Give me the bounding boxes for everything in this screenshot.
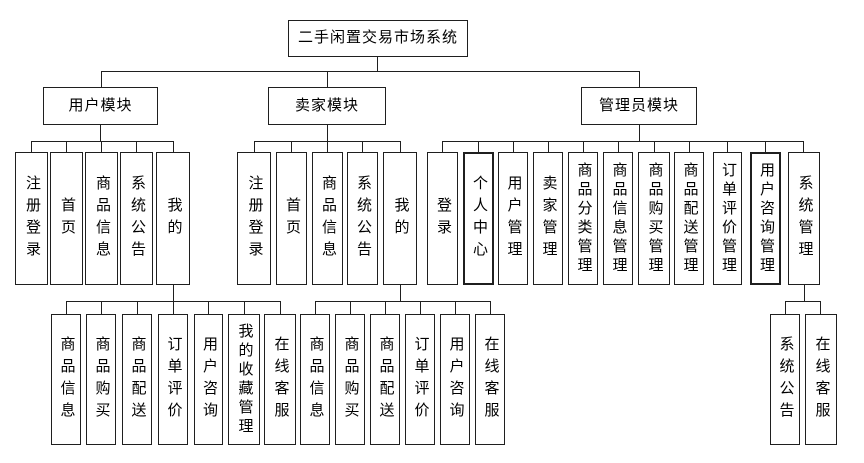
node-admin-personal-center: 个人中心 xyxy=(463,152,494,285)
node-admin-user-mgmt: 用户管理 xyxy=(498,152,528,285)
connector-line xyxy=(173,301,174,314)
node-user-my-product-purchase: 商品购买 xyxy=(86,314,116,445)
connector-line xyxy=(327,71,328,87)
connector-line xyxy=(208,301,209,314)
node-seller-product-info: 商品信息 xyxy=(312,152,343,285)
node-seller-my-product-info: 商品信息 xyxy=(300,314,330,445)
node-user-my-product-delivery: 商品配送 xyxy=(122,314,152,445)
node-seller-my-product-purchase: 商品购买 xyxy=(335,314,365,445)
node-seller-register-login: 注册登录 xyxy=(237,152,271,285)
connector-line xyxy=(785,301,786,314)
node-user-my-favorites-mgmt: 我的收藏管理 xyxy=(228,314,260,445)
node-seller-system-notice: 系统公告 xyxy=(347,152,378,285)
connector-line xyxy=(101,71,102,87)
connector-line xyxy=(490,301,491,314)
connector-line xyxy=(455,301,456,314)
connector-line xyxy=(820,301,821,314)
node-admin-user-inquiry-mgmt: 用户咨询管理 xyxy=(750,152,781,285)
connector-line xyxy=(101,301,102,314)
connector-line xyxy=(548,141,549,152)
node-user-my-product-info: 商品信息 xyxy=(51,314,81,445)
node-admin-product-purchase-mgmt: 商品购买管理 xyxy=(638,152,670,285)
connector-line xyxy=(478,141,479,152)
node-user-my-online-service: 在线客服 xyxy=(264,314,296,445)
node-user-my-order-review: 订单评价 xyxy=(158,314,188,445)
node-seller-home: 首页 xyxy=(276,152,307,285)
connector-line xyxy=(513,141,514,152)
connector-line xyxy=(350,301,351,314)
connector-line xyxy=(639,71,640,87)
node-module-seller: 卖家模块 xyxy=(268,87,386,125)
node-user-system-notice: 系统公告 xyxy=(120,152,153,285)
connector-line xyxy=(31,141,32,152)
node-admin-system-mgmt: 系统管理 xyxy=(788,152,820,285)
connector-line xyxy=(327,141,328,152)
node-user-my-user-inquiry: 用户咨询 xyxy=(194,314,223,445)
connector-line xyxy=(137,301,138,314)
node-user-register-login: 注册登录 xyxy=(15,152,48,285)
connector-line xyxy=(66,141,67,152)
connector-line xyxy=(442,141,443,152)
connector-line xyxy=(280,301,281,314)
node-admin-product-delivery-mgmt: 商品配送管理 xyxy=(674,152,704,285)
connector-line xyxy=(804,285,805,301)
node-admin-seller-mgmt: 卖家管理 xyxy=(533,152,563,285)
connector-line xyxy=(400,141,401,152)
connector-line xyxy=(442,141,804,142)
connector-line xyxy=(377,57,378,71)
connector-line xyxy=(689,141,690,152)
node-admin-sys-system-notice: 系统公告 xyxy=(770,314,800,445)
node-seller-my-product-delivery: 商品配送 xyxy=(370,314,400,445)
connector-line xyxy=(101,141,102,152)
node-admin-product-category-mgmt: 商品分类管理 xyxy=(568,152,598,285)
connector-line xyxy=(315,301,491,302)
connector-line xyxy=(173,285,174,301)
node-seller-my-online-service: 在线客服 xyxy=(475,314,505,445)
connector-line xyxy=(362,141,363,152)
node-user-product-info: 商品信息 xyxy=(85,152,118,285)
node-user-mine: 我的 xyxy=(156,152,190,285)
connector-line xyxy=(618,141,619,152)
connector-line xyxy=(136,141,137,152)
connector-line xyxy=(583,141,584,152)
connector-line xyxy=(385,301,386,314)
connector-line xyxy=(400,285,401,301)
connector-line xyxy=(803,141,804,152)
node-module-admin: 管理员模块 xyxy=(581,87,697,125)
connector-line xyxy=(765,141,766,152)
connector-line xyxy=(727,141,728,152)
node-module-user: 用户模块 xyxy=(43,87,158,125)
connector-line xyxy=(31,141,174,142)
node-user-home: 首页 xyxy=(50,152,83,285)
node-root-system: 二手闲置交易市场系统 xyxy=(288,20,468,57)
connector-line xyxy=(244,301,245,314)
connector-line xyxy=(66,301,67,314)
connector-line xyxy=(101,71,640,72)
node-seller-mine: 我的 xyxy=(383,152,417,285)
node-admin-sys-online-service: 在线客服 xyxy=(805,314,837,445)
connector-line xyxy=(254,141,255,152)
connector-line xyxy=(173,141,174,152)
connector-line xyxy=(315,301,316,314)
node-admin-login: 登录 xyxy=(427,152,458,285)
connector-line xyxy=(639,125,640,141)
node-admin-product-info-mgmt: 商品信息管理 xyxy=(603,152,633,285)
connector-line xyxy=(327,125,328,141)
connector-line xyxy=(654,141,655,152)
connector-line xyxy=(100,125,101,141)
node-seller-my-user-inquiry: 用户咨询 xyxy=(440,314,470,445)
node-seller-my-order-review: 订单评价 xyxy=(405,314,435,445)
connector-line xyxy=(291,141,292,152)
connector-line xyxy=(420,301,421,314)
connector-line xyxy=(785,301,821,302)
node-admin-order-review-mgmt: 订单评价管理 xyxy=(713,152,742,285)
